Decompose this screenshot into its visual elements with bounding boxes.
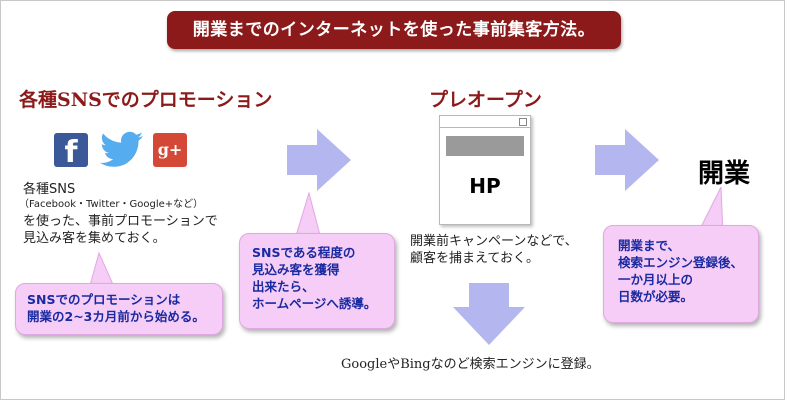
preopen-heading: プレオープン — [429, 89, 542, 111]
title-banner: 開業までのインターネットを使った事前集客方法。 — [167, 11, 621, 49]
facebook-icon: f — [54, 133, 88, 167]
hp-browser-window: HP — [439, 115, 531, 225]
sns-bubble-line2: 開業の2~3カ月前から始める。 — [27, 309, 205, 324]
preopen-desc-line1: 開業前キャンペーンなどで、 — [410, 234, 578, 249]
right-arrow-icon-2 — [595, 129, 659, 191]
middle-bubble-line2: 見込み客を獲得 — [252, 262, 340, 277]
sns-desc-line1: を使った、事前プロモーションで — [23, 214, 218, 229]
middle-bubble: SNSである程度の 見込み客を獲得 出来たら、 ホームページへ誘導。 — [239, 233, 395, 329]
open-bubble-line1: 開業まで、 — [618, 238, 681, 253]
open-bubble-line4: 日数が必要。 — [618, 289, 694, 304]
sns-desc-line2: 見込み客を集めておく。 — [23, 231, 166, 246]
hp-header-block — [446, 136, 524, 156]
sns-heading: 各種SNSでのプロモーション — [19, 89, 273, 111]
open-bubble-line3: 一か月以上の — [618, 272, 694, 287]
hp-window-titlebar — [440, 116, 530, 128]
down-arrow-icon — [453, 283, 525, 345]
search-engine-note: GoogleやBingなのど検索エンジンに登録。 — [341, 357, 600, 372]
sns-bubble-line1: SNSでのプロモーションは — [27, 292, 181, 307]
right-arrow-icon — [287, 129, 351, 191]
window-box-icon — [519, 118, 527, 126]
middle-bubble-line1: SNSである程度の — [252, 245, 356, 260]
sns-examples: （Facebook・Twitter・Google+など） — [19, 199, 204, 210]
twitter-icon — [100, 131, 144, 169]
middle-bubble-line4: ホームページへ誘導。 — [252, 296, 377, 311]
google-plus-icon: g+ — [153, 133, 187, 167]
open-bubble: 開業まで、 検索エンジン登録後、 一か月以上の 日数が必要。 — [603, 225, 759, 323]
hp-label: HP — [469, 174, 501, 198]
middle-bubble-line3: 出来たら、 — [252, 279, 315, 294]
open-bubble-line2: 検索エンジン登録後、 — [618, 255, 744, 270]
open-heading: 開業 — [698, 159, 751, 189]
sns-bubble: SNSでのプロモーションは 開業の2~3カ月前から始める。 — [15, 283, 223, 335]
sns-label: 各種SNS — [23, 182, 76, 197]
preopen-desc-line2: 顧客を捕まえておく。 — [410, 251, 539, 266]
